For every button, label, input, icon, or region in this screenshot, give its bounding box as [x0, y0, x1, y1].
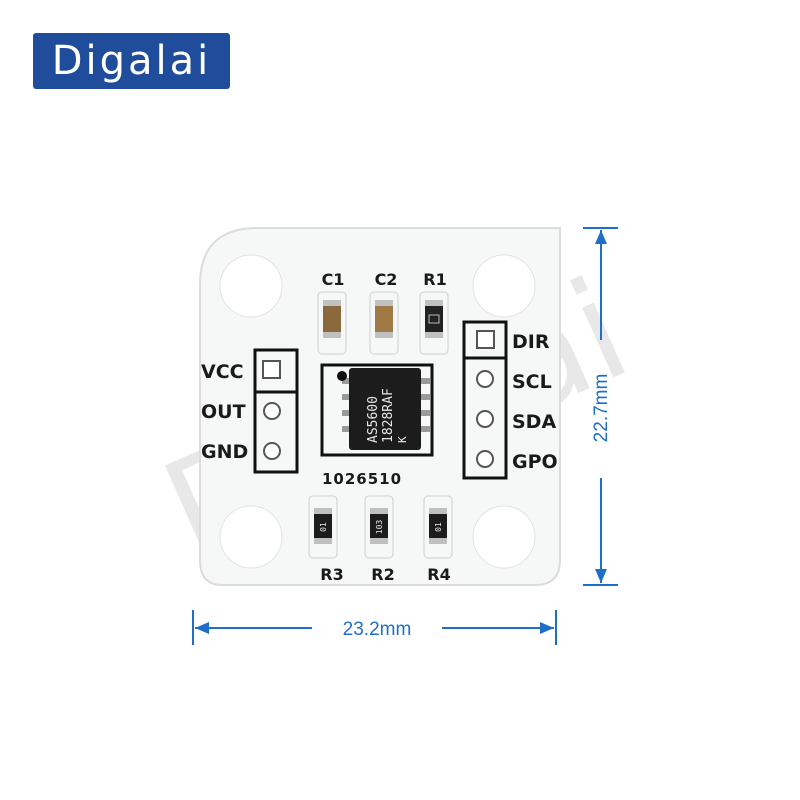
resistor-r3: 01 — [308, 495, 338, 559]
label-c1: C1 — [322, 270, 345, 289]
board-serial: 1026510 — [322, 470, 402, 488]
pin-label-vcc: VCC — [201, 361, 244, 383]
pin-scl-pad — [476, 370, 494, 388]
label-c2: C2 — [375, 270, 398, 289]
brand-logo: Digalai — [33, 33, 230, 89]
resistor-r2: 103 — [364, 495, 394, 559]
height-dimension — [583, 227, 618, 586]
label-r1: R1 — [423, 270, 446, 289]
pin-gpo-pad — [476, 450, 494, 468]
chip-marking-line2: 1828RAF — [381, 388, 396, 443]
width-dimension — [192, 610, 557, 645]
pin-gnd-pad — [263, 442, 281, 460]
left-header-outline — [253, 348, 299, 474]
label-r4: R4 — [427, 565, 450, 584]
pin-out-pad — [263, 402, 281, 420]
mounting-hole-top-left — [219, 254, 283, 318]
pin-label-gnd: GND — [201, 441, 248, 463]
capacitor-c1 — [317, 291, 347, 355]
pin-vcc-pad — [262, 360, 281, 379]
resistor-r4-code: 01 — [434, 522, 443, 532]
pin-label-out: OUT — [201, 401, 246, 423]
resistor-r4: 01 — [423, 495, 453, 559]
chip-marking-line1: AS5600 — [366, 396, 381, 443]
label-r3: R3 — [320, 565, 343, 584]
mounting-hole-bottom-left — [219, 505, 283, 569]
right-header-outline — [462, 320, 508, 480]
pin-label-dir: DIR — [512, 331, 550, 353]
pin-dir-pad — [476, 330, 495, 349]
height-label: 22.7mm — [591, 374, 612, 443]
mounting-hole-top-right — [472, 254, 536, 318]
resistor-r2-code: 103 — [375, 520, 384, 535]
label-r2: R2 — [371, 565, 394, 584]
as5600-chip: AS5600 1828RAF K — [320, 363, 434, 457]
pin-label-gpo: GPO — [512, 451, 558, 473]
chip-marking-line3: K — [396, 436, 409, 443]
mounting-hole-bottom-right — [472, 505, 536, 569]
resistor-r1 — [419, 291, 449, 355]
capacitor-c2 — [369, 291, 399, 355]
pin-sda-pad — [476, 410, 494, 428]
pin-label-sda: SDA — [512, 411, 556, 433]
pin-label-scl: SCL — [512, 371, 552, 393]
resistor-r3-code: 01 — [319, 522, 328, 532]
width-label: 23.2mm — [343, 619, 412, 640]
